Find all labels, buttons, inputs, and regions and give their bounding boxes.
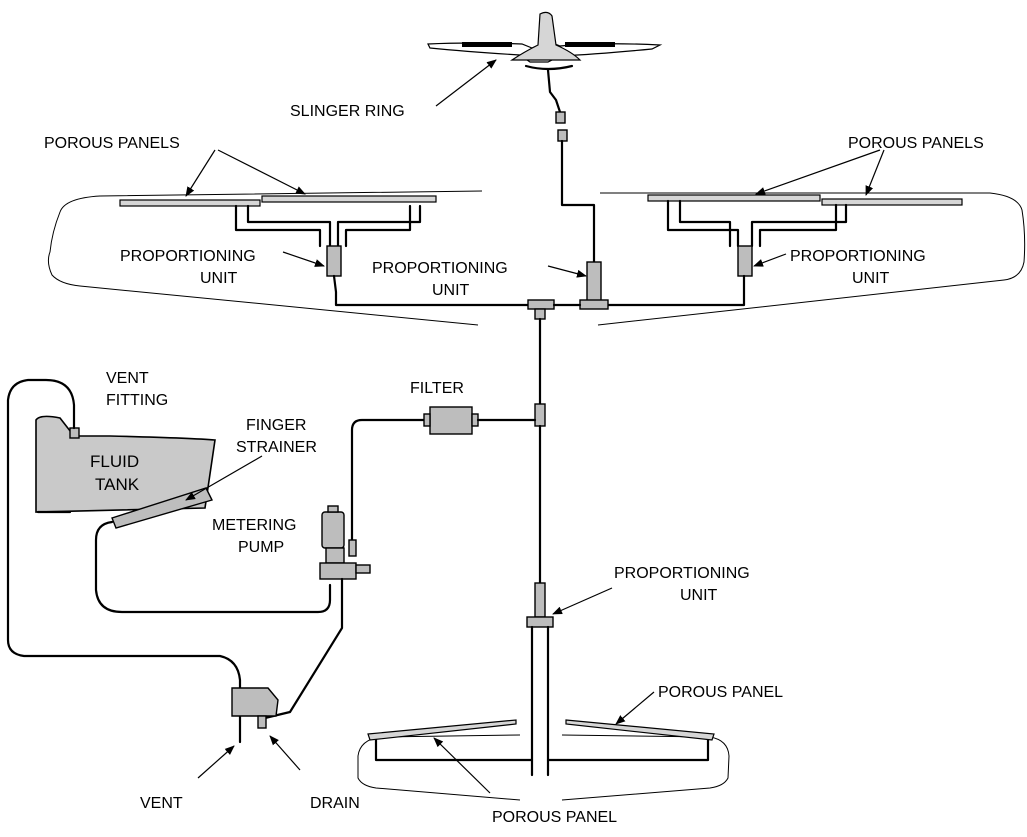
label-fluid-tank-1: FLUID — [90, 452, 139, 471]
label-vent-fitting-1: VENT — [106, 370, 149, 387]
label-finger-strainer-1: FINGER — [246, 417, 306, 434]
label-proportioning-right: PROPORTIONING — [790, 248, 926, 265]
label-porous-panel-tail-left: POROUS PANEL — [492, 809, 617, 826]
right-wing-plumbing — [606, 199, 848, 307]
wing-outline — [47, 190, 1026, 326]
drain-vent-fitting — [231, 687, 279, 729]
leader-arrows — [185, 59, 885, 794]
left-wing-plumbing — [234, 204, 530, 307]
filter-assembly — [350, 406, 537, 547]
propeller-spinner — [427, 11, 663, 142]
label-unit-center: UNIT — [432, 282, 470, 299]
label-metering-pump-2: PUMP — [238, 539, 284, 556]
label-proportioning-center: PROPORTIONING — [372, 260, 508, 277]
tail-section — [357, 582, 730, 801]
label-finger-strainer-2: STRAINER — [236, 439, 317, 456]
label-unit-left: UNIT — [200, 270, 238, 287]
fluid-tank — [6, 378, 332, 744]
label-fluid-tank-2: TANK — [95, 475, 140, 494]
label-unit-right: UNIT — [852, 270, 890, 287]
label-metering-pump-1: METERING — [212, 517, 296, 534]
label-drain: DRAIN — [310, 795, 360, 812]
label-vent-fitting-2: FITTING — [106, 392, 168, 409]
label-porous-panels-right: POROUS PANELS — [848, 135, 984, 152]
label-porous-panels-left: POROUS PANELS — [44, 135, 180, 152]
center-plumbing — [527, 139, 609, 587]
metering-pump — [263, 505, 371, 720]
label-vent: VENT — [140, 795, 183, 812]
label-porous-panel-tail-right: POROUS PANEL — [658, 684, 783, 701]
wing-porous-panels — [119, 194, 963, 207]
label-proportioning-left: PROPORTIONING — [120, 248, 256, 265]
diagram-labels: SLINGER RING POROUS PANELS POROUS PANELS… — [44, 103, 984, 826]
label-proportioning-tail: PROPORTIONING — [614, 565, 750, 582]
label-unit-tail: UNIT — [680, 587, 718, 604]
label-filter: FILTER — [410, 380, 464, 397]
label-slinger-ring: SLINGER RING — [290, 103, 405, 120]
